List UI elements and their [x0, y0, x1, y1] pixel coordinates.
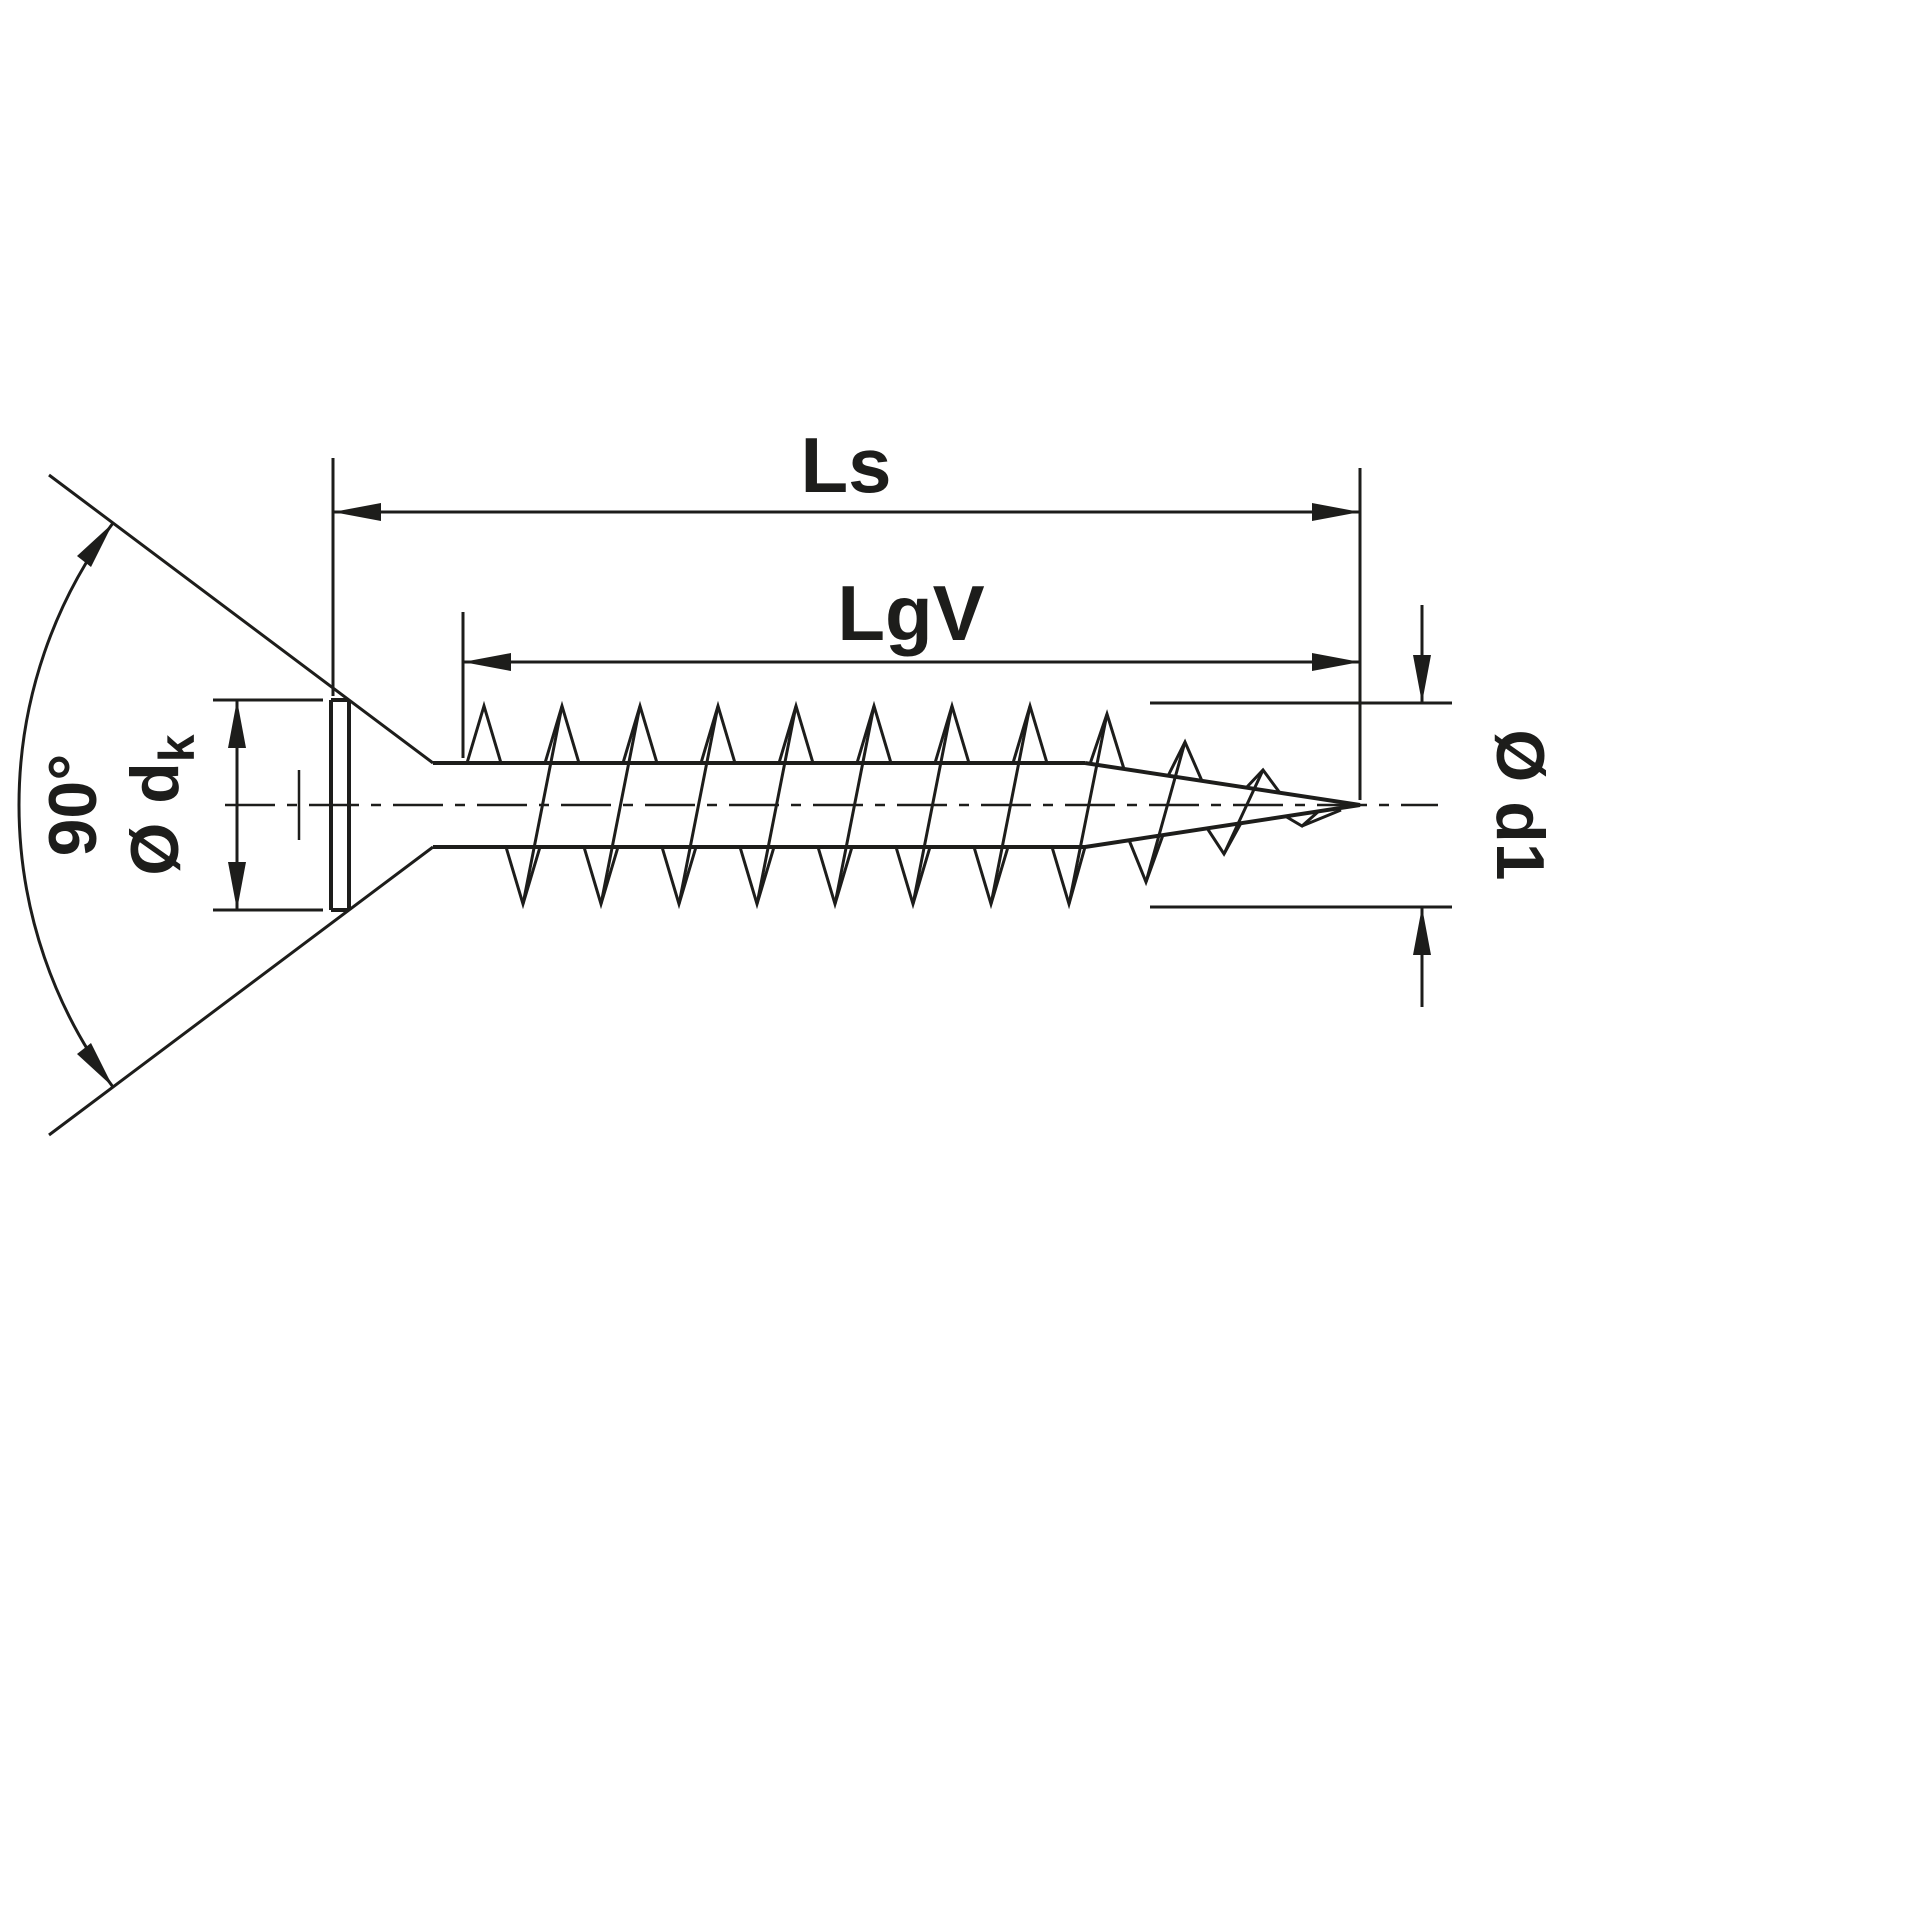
- outer-diameter-label: Ø d1: [1482, 729, 1558, 880]
- dimension-head-angle: 90°: [17, 522, 115, 1088]
- dimension-total-length: Ls: [331, 421, 1362, 800]
- head-diameter-label: Ø dk: [117, 734, 205, 875]
- dimension-outer-diameter: Ø d1: [1150, 605, 1558, 1007]
- centerline: [225, 770, 1438, 840]
- head-angle-label: 90°: [35, 754, 111, 857]
- total-length-label: Ls: [800, 421, 891, 509]
- dimension-thread-length: LgV: [461, 569, 1360, 758]
- screw-tip: [1084, 709, 1361, 887]
- thread-length-label: LgV: [837, 569, 984, 657]
- screw-shank-thread: [465, 700, 1109, 910]
- dimension-head-diameter: Ø dk: [117, 698, 323, 912]
